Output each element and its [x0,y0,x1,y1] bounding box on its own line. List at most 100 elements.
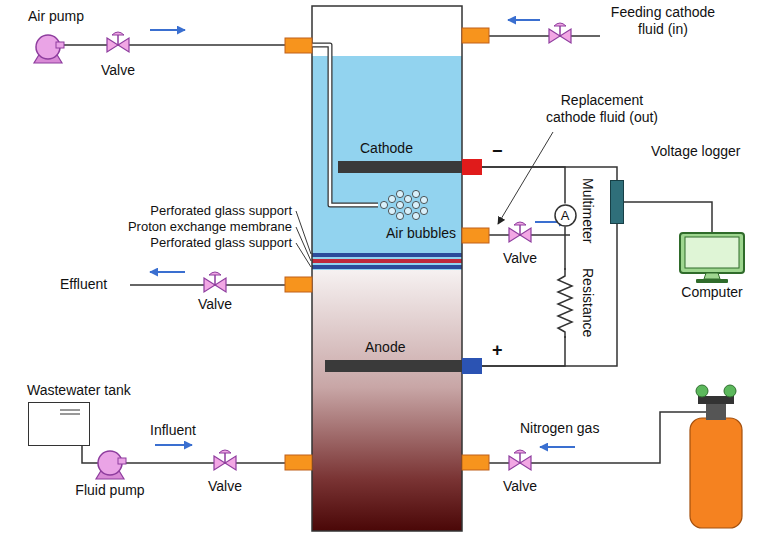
air-bubbles [420,196,427,203]
air-tube [312,45,378,205]
air-tube [312,45,378,205]
flow-arrows [540,446,575,448]
glass-support [312,265,462,269]
flow-arrows [150,271,185,273]
cathode-chamber [312,56,462,270]
proton-membrane [312,259,462,263]
ammeter-letter: A [561,209,570,222]
monitor-drawing [696,279,728,283]
label-holder: Valve [503,478,537,495]
label-holder: Valve [101,62,135,79]
air-tube [312,45,378,205]
label-holder: Perforated glass support [150,235,292,251]
reactor-column [312,6,462,531]
pipe-connectors [462,28,489,43]
layer-label: Perforated glass support [150,235,292,251]
valve-label: Valve [503,478,537,495]
flow-arrows [155,444,192,446]
flow-arrows [508,19,540,21]
pipes [489,35,600,37]
reactor-column [312,6,462,531]
valve-symbols [107,23,571,470]
label-holder: Valve [208,478,242,495]
air-bubbles [396,212,403,219]
valve-label: Valve [503,250,537,267]
air-bubbles [388,207,395,214]
leader-lines [296,243,311,267]
device-label: Computer [672,284,752,301]
label-holder: Proton exchange membrane [128,219,292,235]
nitrogen-cylinder [690,385,742,528]
valve-symbols [214,450,236,470]
flow-arrows [535,221,567,223]
label-holder: Effluent [60,276,107,293]
anode-electrode: Anode [325,360,482,372]
label-holder: Replacement cathode fluid (out) [538,92,666,126]
glass-support [312,253,462,257]
part-label: Nitrogen gas [520,420,599,437]
air-bubbles [388,195,395,202]
electrode-terminal [462,358,482,374]
label-holder: + [492,340,503,361]
cathode-electrode: Cathode [338,161,482,173]
voltage-logger: Voltage logger [610,180,624,224]
part-label: Air pump [28,8,84,25]
air-bubbles [404,195,411,202]
pipe-connectors [462,455,489,470]
pipes [489,412,706,463]
label-holder: Multimeter [579,178,596,243]
layer-label: Proton exchange membrane [128,219,292,235]
air-bubbles [380,201,387,208]
valve-symbols [509,222,531,242]
device-label: Voltage logger [651,143,663,160]
nitrogen-cylinder [696,385,708,397]
nitrogen-cylinder [706,404,726,420]
air-bubbles [412,201,419,208]
valve-label: Valve [208,478,242,495]
flow-label: Feeding cathode fluid (in) [604,4,722,38]
polarity-sign: − [492,141,503,162]
instrument-label: Resistance [579,268,596,337]
valve-symbols [509,450,531,470]
part-label: Air bubbles [386,225,456,242]
valve-symbols [549,23,571,43]
instrument-label: Multimeter [579,178,596,243]
valve-symbols [204,272,226,292]
pipes [58,44,285,46]
pipe-connectors [285,277,312,292]
label-holder: Perforated glass support [150,203,292,219]
nitrogen-cylinder [690,418,742,528]
circuit-wire [482,167,565,204]
label-holder: Nitrogen gas [520,420,599,437]
flow-label: Replacement cathode fluid (out) [538,92,666,126]
wastewater-tank: Wastewater tank [28,402,90,446]
flow-arrows [150,29,185,31]
circuit-wire [482,167,617,180]
pump-symbols [34,35,126,479]
valve-symbols [107,32,129,52]
layer-label: Perforated glass support [150,203,292,219]
pipe-connectors [285,38,312,53]
leader-lines [296,227,311,261]
monitor-drawing [704,273,720,279]
wire-group [482,167,712,366]
electrode-label: Anode [365,339,522,356]
anode-chamber [312,270,462,531]
flow-label: Influent [150,422,196,439]
electrode-terminal [462,159,482,175]
pipe-connectors [462,228,489,243]
label-holder: Feeding cathode fluid (in) [604,4,722,38]
label-holder: Air pump [28,8,84,25]
monitor-drawing [672,232,752,284]
nitrogen-cylinder [724,385,736,397]
pipe-connectors [285,28,489,470]
label-holder: Resistance [579,268,596,337]
column-outline [312,6,462,531]
leader-lines [296,132,553,267]
pipes [122,462,285,464]
label-holder: − [492,141,503,162]
